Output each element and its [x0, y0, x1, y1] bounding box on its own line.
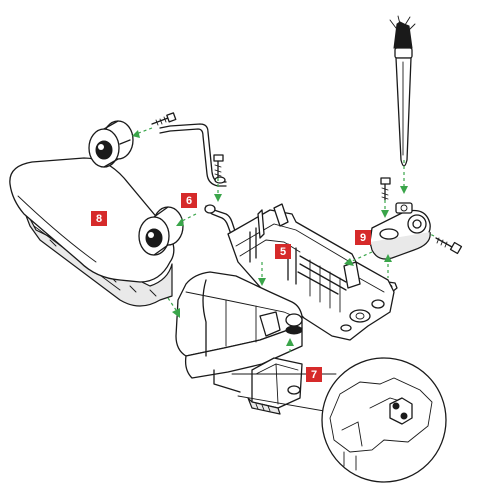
motor-housing: [175, 271, 303, 393]
assembly-guides: [132, 127, 435, 352]
callout-6: 6: [181, 193, 197, 208]
bracket-part-7: [247, 357, 303, 415]
callout-5-label: 5: [280, 246, 286, 258]
callout-7-label: 7: [311, 369, 317, 381]
base-frame-part-5: [227, 203, 395, 341]
screw-top-right: [380, 177, 391, 201]
callout-8: 8: [91, 211, 107, 226]
screw-center: [213, 154, 224, 178]
wire-rod-part-6: [159, 123, 227, 187]
callout-9: 9: [355, 230, 371, 245]
detail-magnifier: [231, 357, 447, 483]
cleaning-brush: [389, 15, 416, 167]
clamp-part-9: [369, 202, 431, 260]
axle-screw: [151, 112, 177, 126]
callout-8-label: 8: [96, 213, 102, 225]
callout-9-label: 9: [360, 232, 366, 244]
callout-6-label: 6: [186, 195, 192, 207]
wheel-lower: [138, 206, 184, 256]
callout-7: 7: [306, 367, 322, 382]
callout-5: 5: [275, 244, 291, 259]
wheel-upper: [88, 120, 134, 168]
screw-clamp-side: [435, 237, 463, 255]
